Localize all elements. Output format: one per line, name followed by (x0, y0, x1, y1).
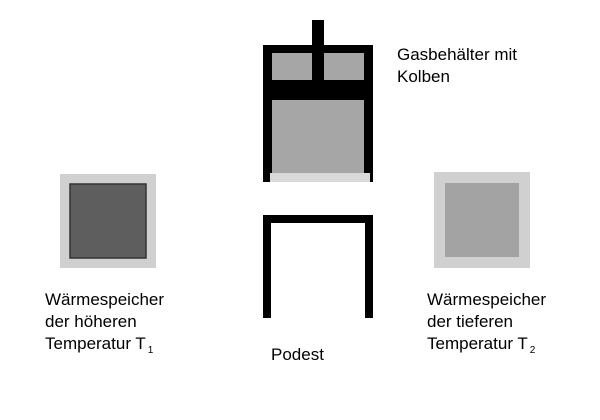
gas-container-label: Gasbehälter mit Kolben (397, 45, 517, 86)
hot-reservoir (60, 174, 156, 268)
gas-container (263, 20, 373, 182)
container-left-wall (263, 45, 272, 182)
gas-lower-region (272, 100, 364, 173)
hot-reservoir-core (69, 183, 147, 259)
cold-reservoir (434, 172, 530, 268)
piston-rod (312, 20, 324, 82)
container-right-wall (364, 45, 373, 182)
platform (263, 215, 373, 318)
subscript-1: 1 (147, 345, 154, 356)
container-bottom-plate (270, 173, 370, 182)
subscript-2: 2 (529, 345, 536, 356)
cold-reservoir-core (445, 183, 519, 257)
piston-head (272, 80, 364, 100)
platform-label: Podest (271, 345, 324, 364)
